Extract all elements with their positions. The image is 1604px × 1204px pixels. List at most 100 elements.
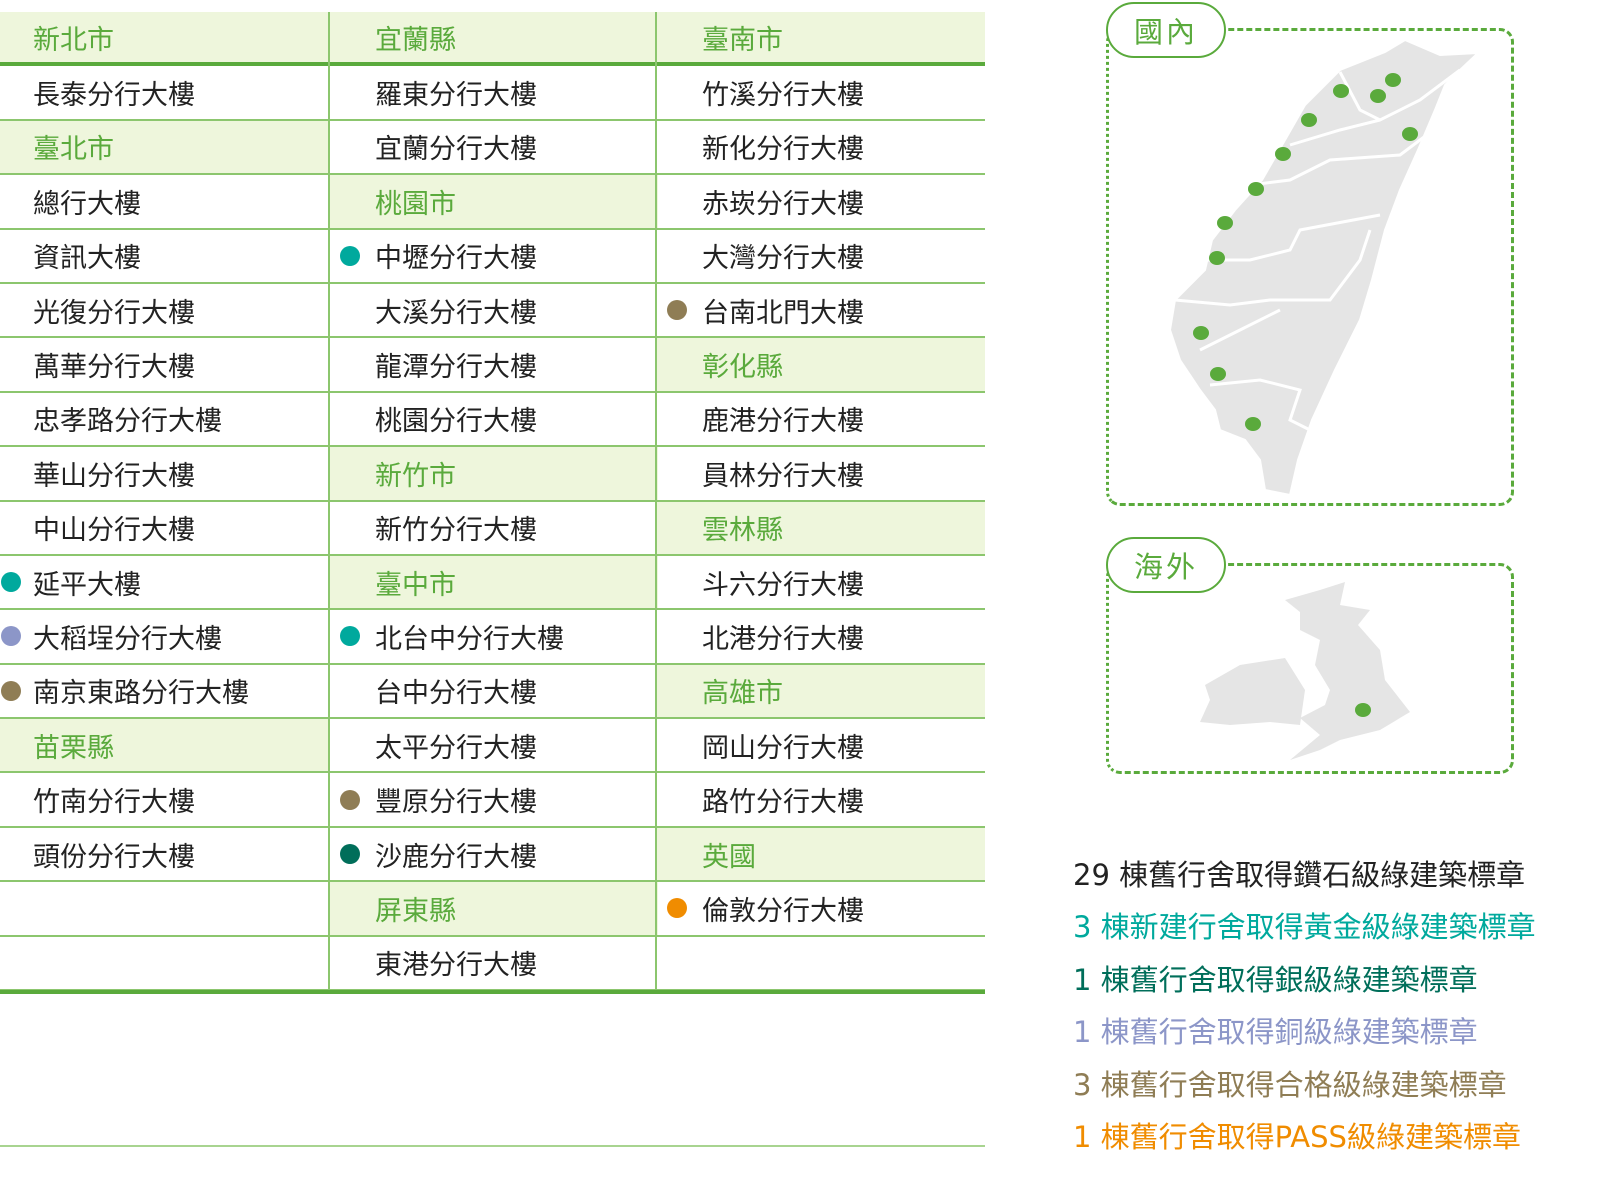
region-header: 新竹市	[330, 447, 658, 502]
table-row: 大溪分行大樓	[330, 284, 658, 339]
building-name: 長泰分行大樓	[33, 80, 195, 112]
building-name: 總行大樓	[33, 188, 141, 220]
building-name: 南京東路分行大樓	[33, 678, 249, 710]
column-divider	[328, 12, 330, 992]
rating-dot-icon	[1, 626, 21, 647]
region-header: 臺中市	[330, 555, 658, 611]
region-header: 苗栗縣	[0, 719, 328, 774]
table-bottom-border	[0, 990, 985, 994]
location-marker-icon	[1333, 84, 1349, 98]
table-row: 路竹分行大樓	[657, 773, 985, 828]
location-marker-icon	[1275, 147, 1291, 161]
region-name: 新竹市	[375, 460, 456, 492]
region-header: 雲林縣	[657, 501, 985, 556]
taiwan-map	[1168, 38, 1481, 497]
building-name: 中山分行大樓	[33, 515, 195, 547]
building-name: 倫敦分行大樓	[702, 895, 864, 927]
building-name: 忠孝路分行大樓	[33, 406, 222, 438]
rating-dot-icon	[340, 789, 360, 810]
building-name: 羅東分行大樓	[375, 80, 537, 112]
overseas-map-frame	[1106, 563, 1514, 774]
building-name: 北台中分行大樓	[375, 623, 564, 655]
building-name: 龍潭分行大樓	[375, 352, 537, 384]
overseas-label: 海外	[1106, 537, 1226, 593]
table-row: 大稻埕分行大樓	[0, 610, 328, 665]
building-name: 路竹分行大樓	[702, 787, 864, 819]
location-marker-icon	[1301, 113, 1317, 127]
building-name: 頭份分行大樓	[33, 841, 195, 873]
building-name: 豐原分行大樓	[375, 787, 537, 819]
region-name: 苗栗縣	[33, 732, 114, 764]
map-graphics	[1168, 38, 1481, 760]
table-row: 萬華分行大樓	[0, 338, 328, 393]
region-header: 屏東縣	[330, 882, 658, 937]
table-row	[0, 937, 328, 992]
table-row	[657, 937, 985, 992]
region-name: 宜蘭縣	[375, 24, 456, 56]
building-name: 資訊大樓	[33, 243, 141, 275]
region-header: 新北市	[0, 12, 328, 67]
table-row: 岡山分行大樓	[657, 719, 985, 774]
building-name: 中壢分行大樓	[375, 243, 537, 275]
location-marker-icon	[1210, 367, 1226, 381]
table-row: 倫敦分行大樓	[657, 882, 985, 937]
location-marker-icon	[1209, 251, 1225, 265]
region-header: 宜蘭縣	[330, 12, 658, 67]
building-name: 台南北門大樓	[702, 297, 864, 329]
building-name: 桃園分行大樓	[375, 406, 537, 438]
region-header: 英國	[657, 827, 985, 883]
building-name: 新竹分行大樓	[375, 515, 537, 547]
column-divider	[655, 12, 657, 992]
building-name: 鹿港分行大樓	[702, 406, 864, 438]
table-row: 太平分行大樓	[330, 719, 658, 774]
table-row: 光復分行大樓	[0, 284, 328, 339]
legend-item: 3 棟舊行舍取得合格級綠建築標章	[1073, 1067, 1507, 1102]
table-row: 新化分行大樓	[657, 121, 985, 176]
building-name: 光復分行大樓	[33, 297, 195, 329]
region-name: 臺北市	[33, 134, 114, 166]
region-name: 屏東縣	[375, 895, 456, 927]
table-row	[0, 882, 328, 937]
table-row: 宜蘭分行大樓	[330, 121, 658, 176]
building-name: 台中分行大樓	[375, 678, 537, 710]
building-name: 延平大樓	[33, 569, 141, 601]
region-header: 臺北市	[0, 120, 328, 176]
location-marker-icon	[1370, 89, 1386, 103]
region-header: 臺南市	[657, 12, 985, 67]
region-name: 彰化縣	[702, 352, 783, 384]
table-row: 總行大樓	[0, 175, 328, 230]
building-name: 大灣分行大樓	[702, 243, 864, 275]
divider	[0, 1145, 985, 1147]
building-name: 華山分行大樓	[33, 460, 195, 492]
building-name: 岡山分行大樓	[702, 732, 864, 764]
building-name: 沙鹿分行大樓	[375, 841, 537, 873]
region-header: 桃園市	[330, 175, 658, 230]
location-marker-icon	[1193, 326, 1209, 340]
table-column-1: 新北市長泰分行大樓臺北市總行大樓資訊大樓光復分行大樓萬華分行大樓忠孝路分行大樓華…	[0, 12, 328, 992]
legend-item: 1 棟舊行舍取得PASS級綠建築標章	[1073, 1120, 1521, 1154]
table-row: 竹南分行大樓	[0, 773, 328, 828]
table-row: 赤崁分行大樓	[657, 175, 985, 230]
table-row: 羅東分行大樓	[330, 66, 658, 121]
table-row: 北台中分行大樓	[330, 610, 658, 665]
domestic-map-frame	[1106, 28, 1514, 506]
table-row: 中壢分行大樓	[330, 230, 658, 284]
table-row: 斗六分行大樓	[657, 556, 985, 611]
building-name: 東港分行大樓	[375, 950, 537, 982]
legend-item: 29 棟舊行舍取得鑽石級綠建築標章	[1073, 858, 1526, 892]
rating-dot-icon	[1, 572, 21, 593]
location-marker-icon	[1402, 127, 1418, 141]
table-row: 桃園分行大樓	[330, 393, 658, 448]
building-name: 大溪分行大樓	[375, 297, 537, 329]
table-row: 豐原分行大樓	[330, 773, 658, 828]
building-name: 赤崁分行大樓	[702, 188, 864, 220]
rating-dot-icon	[1, 680, 21, 701]
building-name: 太平分行大樓	[375, 732, 537, 764]
building-name: 竹南分行大樓	[33, 787, 195, 819]
legend-item: 1 棟舊行舍取得銀級綠建築標章	[1073, 962, 1478, 997]
great-britain-map	[1285, 582, 1410, 760]
region-name: 高雄市	[702, 678, 783, 710]
ireland-map	[1200, 658, 1305, 725]
table-column-2: 宜蘭縣羅東分行大樓宜蘭分行大樓桃園市中壢分行大樓大溪分行大樓龍潭分行大樓桃園分行…	[330, 12, 658, 992]
building-name: 大稻埕分行大樓	[33, 623, 222, 655]
